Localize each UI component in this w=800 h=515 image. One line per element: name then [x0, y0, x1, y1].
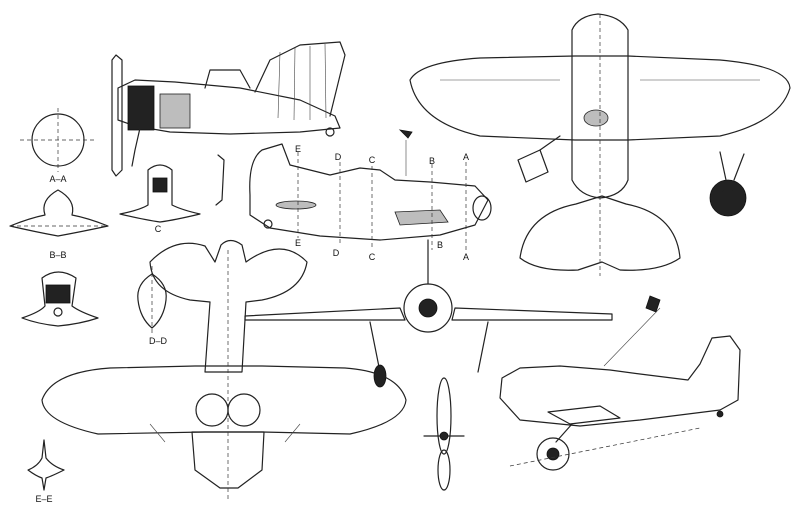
side-view-right [499, 295, 741, 471]
label-section-ee: E–E [35, 494, 52, 504]
gun-sight-detail [517, 135, 561, 183]
label-section-c: C [155, 224, 162, 234]
front-view [244, 239, 613, 388]
section-engine-front [21, 271, 99, 327]
section-bb: B–B [9, 189, 109, 260]
label-section-dd: D–D [149, 336, 168, 346]
cut-label-d-top: D [335, 152, 342, 162]
cut-label-b-top: B [429, 156, 435, 166]
cut-label-e-top: E [295, 144, 301, 154]
cut-label-b-bottom: B [437, 240, 443, 250]
side-profile-view: E D C B A E D C B A [249, 129, 492, 262]
section-aa: A–A [20, 108, 96, 184]
label-section-aa: A–A [49, 174, 66, 184]
section-dd: D–D [137, 266, 168, 346]
planform-view [41, 239, 407, 500]
cut-label-e-bottom: E [295, 238, 301, 248]
section-ee: E–E [27, 439, 65, 504]
cutaway-side-view [111, 41, 346, 206]
cut-label-d-bottom: D [333, 248, 340, 258]
cut-label-c-bottom: C [369, 252, 376, 262]
upper-planform-view [409, 13, 791, 276]
control-stick-detail [709, 151, 747, 217]
propeller-view [423, 377, 465, 491]
cut-label-a-bottom: A [463, 252, 469, 262]
cut-label-c-top: C [369, 155, 376, 165]
section-c-cockpit: C [119, 164, 201, 234]
cut-label-a-top: A [463, 152, 469, 162]
label-section-bb: B–B [49, 250, 66, 260]
